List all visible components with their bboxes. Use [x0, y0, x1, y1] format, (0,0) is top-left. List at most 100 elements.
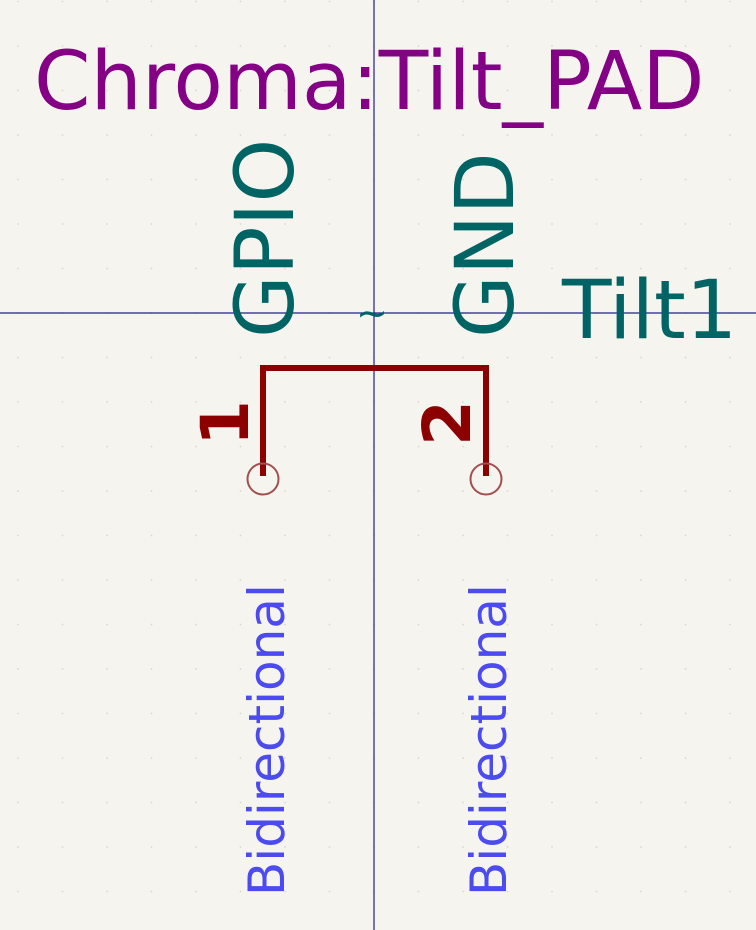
grid-dot — [150, 223, 153, 225]
grid-dot — [61, 668, 64, 670]
grid-dot — [284, 178, 286, 181]
grid-dot — [684, 668, 687, 670]
grid-dot — [417, 668, 420, 670]
grid-dot — [729, 134, 731, 136]
grid-dot — [551, 846, 553, 848]
grid-dot — [595, 801, 598, 804]
symbol-lib-id[interactable]: Chroma:Tilt_PAD — [34, 35, 705, 129]
grid-dot — [506, 579, 509, 581]
grid-dot — [239, 801, 242, 804]
grid-dot — [595, 178, 598, 181]
grid-dot — [684, 134, 687, 136]
grid-dot — [284, 445, 286, 448]
grid-dot — [284, 623, 286, 626]
grid-dot — [150, 267, 153, 270]
grid-dot — [417, 534, 420, 537]
grid-dot — [462, 846, 464, 848]
grid-dot — [551, 490, 553, 492]
grid-dot — [61, 401, 64, 403]
grid-dot — [729, 846, 731, 848]
grid-dot — [239, 712, 242, 715]
grid-dot — [506, 623, 509, 626]
grid-dot — [284, 757, 286, 759]
grid-dot — [417, 890, 420, 893]
grid-dot — [284, 45, 286, 47]
grid-dot — [284, 712, 286, 715]
grid-dot — [684, 757, 687, 759]
grid-dot — [640, 490, 642, 492]
grid-dot — [195, 801, 197, 804]
grid-dot — [17, 45, 19, 47]
grid-dot — [417, 801, 420, 804]
grid-dot — [61, 801, 64, 804]
grid-dot — [729, 534, 731, 537]
grid-dot — [417, 623, 420, 626]
grid-dot — [284, 668, 286, 670]
grid-dot — [640, 846, 642, 848]
grid-dot — [195, 534, 197, 537]
grid-dot — [729, 267, 731, 270]
grid-dot — [195, 579, 197, 581]
grid-dot — [61, 890, 64, 893]
grid-dot — [640, 579, 642, 581]
grid-dot — [684, 0, 687, 3]
symbol-body-outline[interactable] — [260, 365, 489, 476]
grid-dot — [328, 89, 331, 92]
grid-dot — [328, 668, 331, 670]
grid-dot — [150, 757, 153, 759]
grid-dot — [595, 0, 598, 3]
grid-dot — [462, 356, 464, 359]
grid-dot — [506, 712, 509, 715]
grid-dot — [17, 89, 19, 92]
grid-dot — [106, 579, 108, 581]
grid-dot — [595, 712, 598, 715]
grid-dot — [595, 490, 598, 492]
grid-dot — [239, 445, 242, 448]
grid-dot — [595, 846, 598, 848]
grid-dot — [417, 757, 420, 759]
grid-dot — [106, 490, 108, 492]
grid-dot — [417, 401, 420, 403]
symbol-reference[interactable]: Tilt1 — [561, 264, 737, 358]
grid-dot — [462, 623, 464, 626]
grid-dot — [61, 267, 64, 270]
grid-dot — [17, 0, 19, 3]
grid-dot — [640, 623, 642, 626]
grid-dot — [239, 0, 242, 3]
grid-dot — [106, 0, 108, 3]
grid-dot — [150, 0, 153, 3]
grid-dot — [640, 356, 642, 359]
grid-dot — [462, 0, 464, 3]
grid-dot — [150, 801, 153, 804]
grid-dot — [729, 178, 731, 181]
grid-dot — [328, 801, 331, 804]
grid-dot — [239, 890, 242, 893]
grid-dot — [462, 445, 464, 448]
pin-1-connection-point[interactable] — [246, 462, 280, 496]
grid-dot — [150, 134, 153, 136]
grid-dot — [640, 801, 642, 804]
grid-dot — [328, 890, 331, 893]
grid-dot — [328, 401, 331, 403]
grid-dot — [239, 668, 242, 670]
pin-2-connection-point[interactable] — [469, 462, 503, 496]
grid-dot — [595, 890, 598, 893]
grid-dot — [462, 89, 464, 92]
grid-dot — [61, 534, 64, 537]
grid-dot — [417, 0, 420, 3]
pin-2-name: GND — [439, 152, 533, 338]
grid-dot — [462, 267, 464, 270]
grid-dot — [506, 445, 509, 448]
grid-dot — [417, 712, 420, 715]
grid-dot — [17, 846, 19, 848]
grid-dot — [195, 490, 197, 492]
grid-dot — [462, 712, 464, 715]
grid-dot — [328, 356, 331, 359]
grid-dot — [328, 223, 331, 225]
grid-dot — [506, 801, 509, 804]
grid-dot — [239, 178, 242, 181]
grid-dot — [640, 267, 642, 270]
grid-dot — [106, 401, 108, 403]
grid-dot — [506, 89, 509, 92]
